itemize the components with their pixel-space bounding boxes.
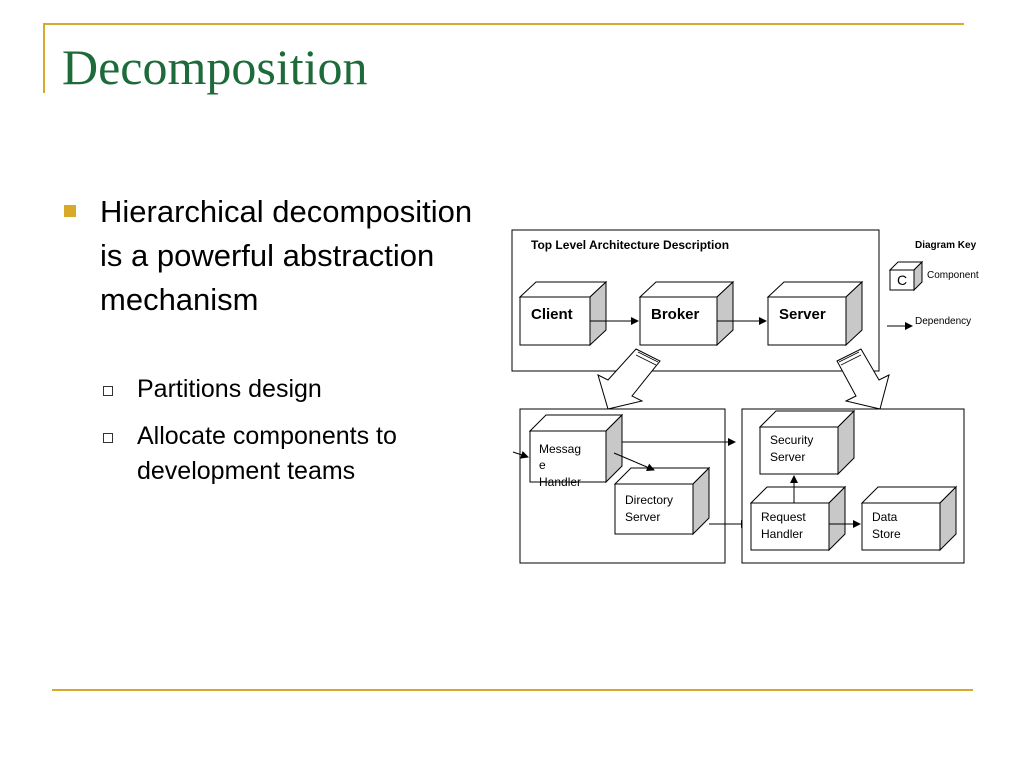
component-directory-server: Directory Server [613,466,711,536]
dep-message-directory [613,452,655,471]
message-handler-label-2: e [539,458,546,472]
directory-server-label-2: Server [625,510,660,524]
hollow-square-bullet-icon [103,386,113,396]
component-data-store: Data Store [860,485,958,552]
bullet-square-icon [64,205,76,217]
client-label: Client [531,306,573,323]
message-handler-label-3: Handler [539,475,581,489]
component-request-handler: Request Handler [749,485,847,552]
message-handler-label-1: Messag [539,442,581,456]
security-server-label-1: Security [770,433,813,447]
decomposition-arrow-left [597,348,661,410]
bullet-main: Hierarchical decomposition is a powerful… [100,194,473,317]
component-server: Server [766,280,864,347]
key-title: Diagram Key [915,240,977,251]
sub-bullet-2: Allocate components to development teams [137,422,397,485]
sub-bullet-1: Partitions design [137,375,322,403]
request-handler-label-2: Handler [761,527,803,541]
slide-title: Decomposition [62,39,368,95]
key-component-label: Component [927,270,979,281]
component-client: Client [518,280,608,347]
component-security-server: Security Server [758,409,856,476]
data-store-label-2: Store [872,527,901,541]
server-label: Server [779,306,826,323]
decomposition-arrow-right [836,348,890,410]
security-server-label-2: Server [770,450,805,464]
top-level-title: Top Level Architecture Description [531,238,729,252]
key-symbol: C [897,272,907,288]
key-dependency-label: Dependency [915,316,971,327]
left-rule [43,23,45,93]
directory-server-label-1: Directory [625,493,673,507]
dep-external-message [512,450,529,459]
request-handler-label-1: Request [761,510,806,524]
component-broker: Broker [638,280,735,347]
top-rule [43,23,964,25]
component-message-handler: Messag e Handler [528,413,624,489]
bottom-rule [52,689,973,691]
key-component-icon: C [888,260,924,292]
data-store-label-1: Data [872,510,898,524]
hollow-square-bullet-icon [103,433,113,443]
broker-label: Broker [651,306,700,323]
